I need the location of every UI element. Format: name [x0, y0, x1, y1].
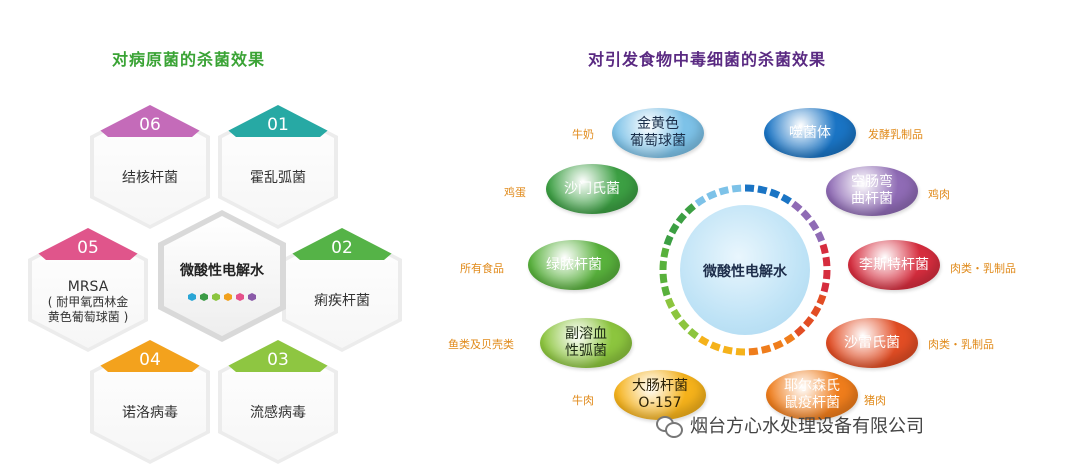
- bacteria-name-line: 绿脓杆菌: [546, 256, 602, 273]
- hex-label-line: 黄色葡萄球菌 ): [47, 310, 129, 324]
- bacteria-pill: 耶尔森氏鼠疫杆菌: [766, 370, 858, 420]
- ring-segment: [783, 333, 796, 345]
- ring-segment: [791, 200, 803, 212]
- hex-label: 流感病毒: [250, 405, 306, 421]
- bacteria-name-line: 大肠杆菌: [632, 378, 688, 394]
- color-dot: [212, 293, 220, 301]
- bacteria-name-line: 沙门氏菌: [564, 180, 620, 197]
- ring-segment: [803, 316, 815, 328]
- ring-segment: [684, 203, 696, 215]
- ring-segment: [757, 185, 768, 195]
- food-label: 牛奶: [572, 128, 594, 141]
- bacteria-name-line: 沙雷氏菌: [844, 334, 900, 351]
- ring-segment: [748, 347, 759, 356]
- hex-label: 结核杆菌: [122, 170, 178, 186]
- bacteria-pill: 金黄色葡萄球菌: [612, 108, 704, 158]
- ring-segment: [661, 285, 671, 297]
- ring-segment: [810, 305, 822, 317]
- bacteria-name-line: 耶尔森氏: [784, 378, 840, 394]
- bacteria-pill: 空肠弯曲杆菌: [826, 166, 918, 216]
- ring-segment: [722, 345, 733, 355]
- wechat-icon: [656, 414, 683, 438]
- ring-segment: [687, 328, 699, 340]
- ring-segment: [675, 212, 687, 224]
- ring-segment: [731, 184, 742, 193]
- hex-label-line: ( 耐甲氧西林金: [47, 295, 129, 309]
- ring-segment: [670, 308, 682, 321]
- ring-segment: [808, 219, 820, 232]
- ring-segment: [660, 247, 670, 258]
- hex-label: 痢疾杆菌: [314, 293, 370, 309]
- food-label: 鱼类及贝壳类: [448, 338, 514, 351]
- color-dot: [236, 293, 244, 301]
- bacteria-name-line: 葡萄球菌: [630, 133, 686, 149]
- bacteria-pill: 沙门氏菌: [546, 164, 638, 214]
- food-label: 鸡肉: [928, 188, 950, 201]
- ring-segment: [694, 195, 707, 207]
- ring-segment: [822, 256, 831, 267]
- bacteria-name-line: 空肠弯: [851, 174, 893, 190]
- bacteria-pill: 噬菌体: [764, 108, 856, 158]
- ring-segment: [820, 282, 830, 293]
- ring-segment: [663, 234, 674, 246]
- ring-segment: [709, 341, 721, 352]
- food-label: 鸡蛋: [504, 186, 526, 199]
- ring-segment: [816, 294, 827, 306]
- ring-segment: [718, 186, 730, 196]
- ring-segment: [772, 339, 784, 350]
- ring-segment: [706, 190, 718, 201]
- color-dot: [248, 293, 256, 301]
- hex-label-line: MRSA: [67, 279, 109, 295]
- ring-segment: [800, 209, 812, 221]
- ring-segment: [668, 223, 680, 235]
- center-circle-label: 微酸性电解水: [703, 264, 787, 280]
- ring-segment: [794, 325, 806, 337]
- color-dot: [200, 293, 208, 301]
- hex-label: 霍乱弧菌: [250, 170, 306, 186]
- bacteria-pill: 副溶血性弧菌: [540, 318, 632, 368]
- bacteria-name-line: O-157: [638, 395, 682, 411]
- bacteria-name-line: 性弧菌: [565, 343, 607, 359]
- bacteria-name-line: 鼠疫杆菌: [784, 395, 840, 411]
- bacteria-pill: 李斯特杆菌: [848, 240, 940, 290]
- color-dot: [224, 293, 232, 301]
- food-label: 肉类・乳制品: [950, 262, 1016, 275]
- bacteria-name-line: 李斯特杆菌: [859, 256, 929, 273]
- hex-label: MRSA( 耐甲氧西林金黄色葡萄球菌 ): [28, 280, 148, 325]
- left-title: 对病原菌的杀菌效果: [112, 50, 266, 69]
- food-label: 猪肉: [864, 394, 886, 407]
- food-label: 发酵乳制品: [868, 128, 923, 141]
- food-label: 牛肉: [572, 394, 594, 407]
- center-circle: 微酸性电解水: [680, 205, 810, 335]
- hex-label: 诺洛病毒: [122, 405, 178, 421]
- bacteria-name-line: 副溶血: [565, 326, 607, 342]
- bacteria-pill: 沙雷氏菌: [826, 318, 918, 368]
- ring-segment: [819, 243, 829, 255]
- bacteria-name-line: 噬菌体: [789, 124, 831, 141]
- food-label: 所有食品: [460, 262, 504, 275]
- food-label: 肉类・乳制品: [928, 338, 994, 351]
- watermark-text: 烟台方心水处理设备有限公司: [690, 416, 924, 437]
- center-hex-label: 微酸性电解水: [180, 263, 264, 279]
- bacteria-name-line: 曲杆菌: [851, 191, 893, 207]
- bacteria-name-line: 金黄色: [637, 116, 679, 132]
- ring-segment: [760, 344, 772, 354]
- ring-segment: [665, 297, 676, 309]
- ring-segment: [780, 193, 792, 205]
- center-hex: 微酸性电解水: [158, 210, 286, 342]
- color-dot: [188, 293, 196, 301]
- ring-segment: [659, 273, 668, 284]
- watermark: 烟台方心水处理设备有限公司: [656, 412, 924, 438]
- ring-segment: [678, 319, 690, 331]
- right-title: 对引发食物中毒细菌的杀菌效果: [588, 50, 827, 69]
- bacteria-pill: 绿脓杆菌: [528, 240, 620, 290]
- ring-segment: [698, 335, 710, 347]
- ring-segment: [769, 188, 781, 199]
- color-dots: [158, 286, 286, 305]
- ring-segment: [814, 231, 825, 243]
